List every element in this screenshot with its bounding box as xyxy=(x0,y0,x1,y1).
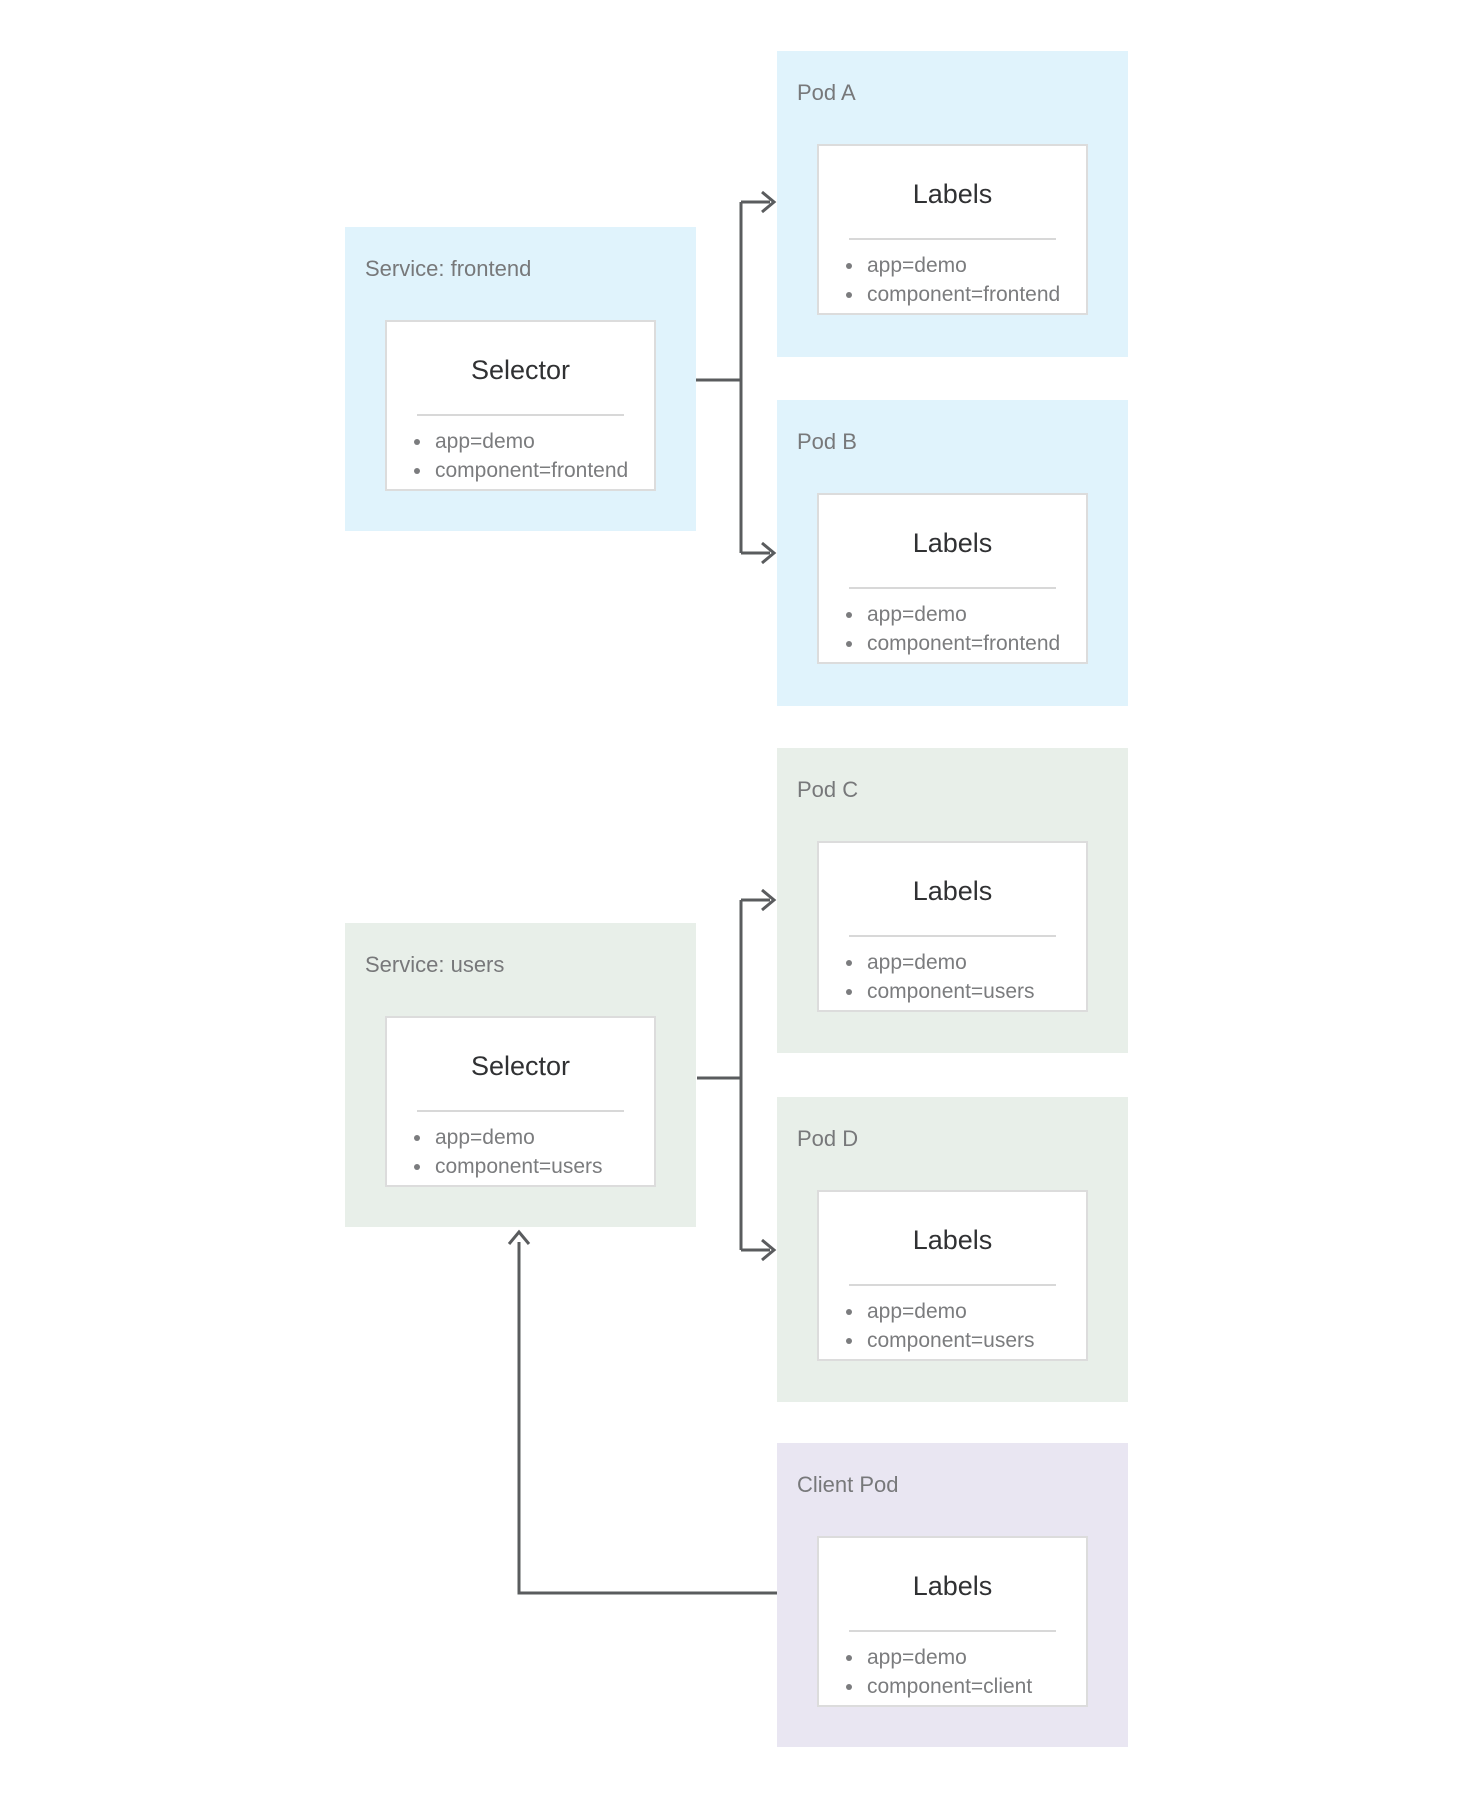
labels-card-heading: Labels xyxy=(912,876,993,906)
label-item: component=frontend xyxy=(865,629,1086,658)
connector-client-to-users xyxy=(517,1242,777,1595)
selector-item-list: app=demo component=frontend xyxy=(387,427,654,485)
service-users-selector-card: Selector app=demo component=users xyxy=(385,1016,656,1187)
selector-item: app=demo xyxy=(433,427,654,456)
pod-d-label: Pod D xyxy=(797,1126,859,1151)
selector-item-list: app=demo component=users xyxy=(387,1123,654,1181)
client-pod-box: Client Pod Labels app=demo component=cli… xyxy=(777,1443,1128,1747)
label-item: component=client xyxy=(865,1672,1086,1701)
pod-b-label: Pod B xyxy=(797,429,857,454)
service-frontend-box: Service: frontend Selector app=demo comp… xyxy=(345,227,696,531)
labels-item-list: app=demo component=users xyxy=(819,948,1086,1006)
pod-b-box: Pod B Labels app=demo component=frontend xyxy=(777,400,1128,706)
client-pod-labels-card: Labels app=demo component=client xyxy=(817,1536,1088,1707)
selector-card-heading: Selector xyxy=(470,1051,571,1081)
pod-a-labels-card: Labels app=demo component=frontend xyxy=(817,144,1088,315)
labels-card-heading: Labels xyxy=(912,1571,993,1601)
selector-item: component=frontend xyxy=(433,456,654,485)
arrowhead-to-pod-b-icon xyxy=(761,541,777,565)
pod-d-labels-card: Labels app=demo component=users xyxy=(817,1190,1088,1361)
arrowhead-to-pod-d-icon xyxy=(761,1238,777,1262)
label-item: component=users xyxy=(865,977,1086,1006)
pod-c-box: Pod C Labels app=demo component=users xyxy=(777,748,1128,1053)
pod-c-label: Pod C xyxy=(797,777,859,802)
connector-frontend-trunk xyxy=(696,200,770,555)
service-users-label: Service: users xyxy=(365,952,505,977)
client-pod-label: Client Pod xyxy=(797,1472,899,1497)
labels-item-list: app=demo component=frontend xyxy=(819,251,1086,309)
card-divider xyxy=(849,935,1056,937)
service-frontend-label: Service: frontend xyxy=(365,256,532,281)
label-item: app=demo xyxy=(865,600,1086,629)
service-users-box: Service: users Selector app=demo compone… xyxy=(345,923,696,1227)
selector-item: app=demo xyxy=(433,1123,654,1152)
pod-d-box: Pod D Labels app=demo component=users xyxy=(777,1097,1128,1402)
arrowhead-to-pod-c-icon xyxy=(761,888,777,912)
label-item: component=frontend xyxy=(865,280,1086,309)
labels-card-heading: Labels xyxy=(912,1225,993,1255)
labels-item-list: app=demo component=users xyxy=(819,1297,1086,1355)
card-divider xyxy=(849,1630,1056,1632)
labels-item-list: app=demo component=frontend xyxy=(819,600,1086,658)
arrowhead-to-service-users-icon xyxy=(507,1229,531,1245)
card-divider xyxy=(417,1110,624,1112)
card-divider xyxy=(849,1284,1056,1286)
label-item: app=demo xyxy=(865,1297,1086,1326)
pod-a-label: Pod A xyxy=(797,80,856,105)
labels-card-heading: Labels xyxy=(912,179,993,209)
labels-card-heading: Labels xyxy=(912,528,993,558)
pod-a-box: Pod A Labels app=demo component=frontend xyxy=(777,51,1128,357)
arrowhead-to-pod-a-icon xyxy=(761,190,777,214)
label-item: app=demo xyxy=(865,251,1086,280)
card-divider xyxy=(849,238,1056,240)
card-divider xyxy=(849,587,1056,589)
service-frontend-selector-card: Selector app=demo component=frontend xyxy=(385,320,656,491)
pod-b-labels-card: Labels app=demo component=frontend xyxy=(817,493,1088,664)
labels-item-list: app=demo component=client xyxy=(819,1643,1086,1701)
card-divider xyxy=(417,414,624,416)
selector-card-heading: Selector xyxy=(470,355,571,385)
pod-c-labels-card: Labels app=demo component=users xyxy=(817,841,1088,1012)
label-item: app=demo xyxy=(865,1643,1086,1672)
selector-item: component=users xyxy=(433,1152,654,1181)
label-item: app=demo xyxy=(865,948,1086,977)
connector-users-trunk xyxy=(697,898,770,1252)
label-item: component=users xyxy=(865,1326,1086,1355)
